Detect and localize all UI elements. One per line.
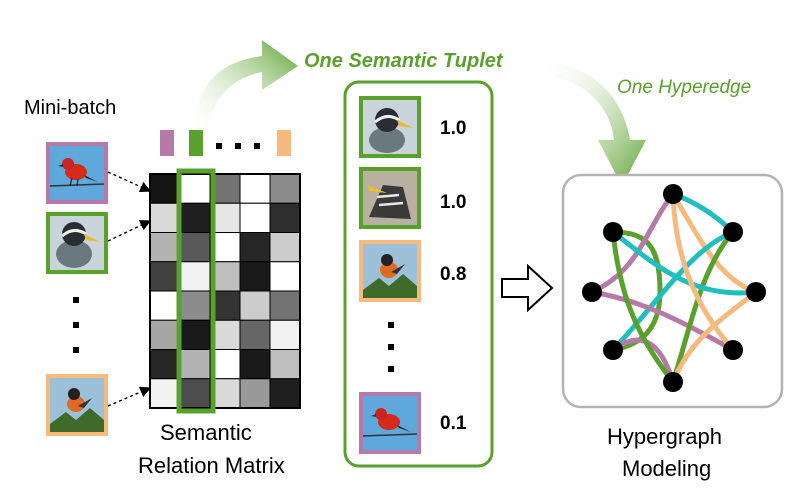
matrix-cell xyxy=(269,319,301,350)
hypergraph-nodes xyxy=(582,184,766,392)
hyperedge-curve xyxy=(670,191,759,295)
semantic-relation-matrix xyxy=(149,173,301,409)
hyperedge-curve xyxy=(610,229,676,385)
hypergraph-box xyxy=(561,173,784,409)
mini-batch-ellipsis xyxy=(73,297,79,353)
tuplet-title: One Semantic Tuplet xyxy=(304,50,503,72)
matrix-cell xyxy=(149,232,181,263)
hypergraph-node xyxy=(723,222,743,242)
tuplet-bird-icon-4 xyxy=(359,392,421,454)
matrix-cell xyxy=(179,349,211,380)
column-chip-purple xyxy=(160,130,174,156)
matrix-cell xyxy=(269,232,301,263)
matrix-cell xyxy=(239,173,271,204)
hyperedge-title: One Hyperedge xyxy=(617,77,752,98)
hypergraph-node xyxy=(723,340,743,360)
hyperedge-curve xyxy=(610,229,736,353)
hypergraph-node xyxy=(663,372,683,392)
dashed-arrow-2 xyxy=(107,220,152,242)
tuplet-score-1: 1.0 xyxy=(440,118,467,139)
red-bird-icon xyxy=(46,142,108,204)
hyperedges xyxy=(589,191,759,385)
gray-bird-icon xyxy=(46,212,108,274)
curved-arrow-to-hypergraph xyxy=(546,62,646,186)
hyperedge-curve xyxy=(589,191,676,295)
matrix-cell xyxy=(269,173,301,204)
matrix-cell xyxy=(179,261,211,292)
matrix-cell xyxy=(239,378,271,409)
tuplet-box xyxy=(343,80,494,468)
matrix-cell xyxy=(239,202,271,233)
tuplet-ellipsis-dot xyxy=(388,366,394,372)
semantic-matrix-caption-line2: Relation Matrix xyxy=(138,453,285,478)
tuplet-score-2: 1.0 xyxy=(440,192,467,213)
header-dot xyxy=(254,143,260,149)
hypergraph-node xyxy=(663,184,683,204)
semantic-matrix-caption-line1: Semantic xyxy=(160,420,252,445)
matrix-cell xyxy=(239,232,271,263)
matrix-cell xyxy=(239,290,271,321)
matrix-cell xyxy=(149,173,181,204)
hyperedge-curve xyxy=(610,229,759,296)
matrix-cell xyxy=(269,378,301,409)
orange-bird-icon xyxy=(46,374,108,436)
tuplet-score-4: 0.1 xyxy=(440,413,467,434)
matrix-cell xyxy=(149,290,181,321)
matrix-cell xyxy=(239,319,271,350)
mini-batch-column xyxy=(46,142,152,436)
matrix-cell xyxy=(149,261,181,292)
matrix-cell xyxy=(179,290,211,321)
matrix-cell xyxy=(149,349,181,380)
matrix-cell xyxy=(269,349,301,380)
tuplet-score-3: 0.8 xyxy=(440,264,467,285)
header-dot xyxy=(216,143,222,149)
tuplet-ellipsis-dot xyxy=(388,344,394,350)
matrix-cell xyxy=(179,232,211,263)
header-dot xyxy=(235,143,241,149)
matrix-border xyxy=(149,173,301,409)
curved-arrow-to-tuplet xyxy=(195,40,298,132)
matrix-cell xyxy=(179,319,211,350)
mini-batch-label: Mini-batch xyxy=(24,97,117,119)
dashed-arrow-1 xyxy=(107,171,152,193)
matrix-column-header xyxy=(160,130,291,156)
hypergraph-node xyxy=(582,282,602,302)
matrix-cell xyxy=(179,173,211,204)
matrix-cell xyxy=(149,319,181,350)
outline-right-arrow-icon xyxy=(501,263,554,313)
hypergraph-node xyxy=(603,222,623,242)
hypergraph-caption-line1: Hypergraph xyxy=(607,424,722,449)
dashed-arrow-3 xyxy=(107,386,152,407)
hyperedge-curve xyxy=(670,289,759,385)
column-chip-orange xyxy=(277,130,291,156)
hypergraph-caption-line2: Modeling xyxy=(622,456,712,481)
hyperedge-curve xyxy=(670,191,736,353)
tuplet-bird-icon-1 xyxy=(359,96,421,158)
hypergraph-node xyxy=(746,282,766,302)
matrix-cell xyxy=(269,202,301,233)
matrix-cell xyxy=(239,261,271,292)
tuplet-bird-icon-2 xyxy=(359,167,421,229)
matrix-cell xyxy=(179,202,211,233)
hypergraph-node xyxy=(603,340,623,360)
matrix-cell xyxy=(149,378,181,409)
tuplet-ellipsis-dot xyxy=(388,322,394,328)
matrix-cell xyxy=(269,261,301,292)
hyperedge-curve xyxy=(589,289,736,353)
matrix-cell xyxy=(149,202,181,233)
tuplet-bird-icon-3 xyxy=(359,240,421,302)
matrix-cell xyxy=(269,290,301,321)
matrix-cell xyxy=(179,378,211,409)
column-chip-green xyxy=(189,130,203,156)
matrix-cell xyxy=(239,349,271,380)
highlighted-matrix-column xyxy=(176,168,216,414)
